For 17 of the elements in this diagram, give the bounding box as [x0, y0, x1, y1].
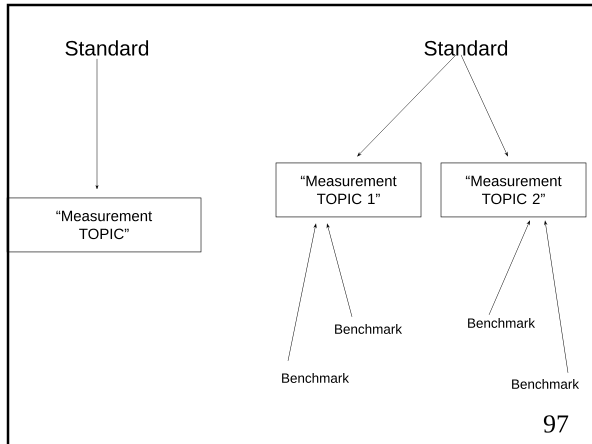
benchmark-text: Benchmark — [282, 373, 350, 383]
arrow — [488, 220, 530, 316]
page-number: 97 — [544, 415, 568, 433]
benchmark-text: Benchmark — [468, 318, 536, 328]
arrow — [96, 58, 98, 190]
topic-box: “Measurement TOPIC 1” — [276, 162, 422, 218]
heading-text: Standard — [66, 40, 148, 56]
arrow — [460, 54, 508, 156]
topic-box: “Measurement TOPIC 2” — [440, 162, 586, 218]
arrow — [357, 54, 456, 156]
arrow — [326, 224, 352, 318]
arrow — [288, 224, 317, 362]
benchmark-text: Benchmark — [335, 324, 402, 334]
benchmark-text: Benchmark — [512, 379, 580, 389]
arrow — [544, 220, 568, 374]
heading-text: Standard — [424, 40, 508, 56]
topic-box: “Measurement TOPIC” — [6, 198, 202, 252]
